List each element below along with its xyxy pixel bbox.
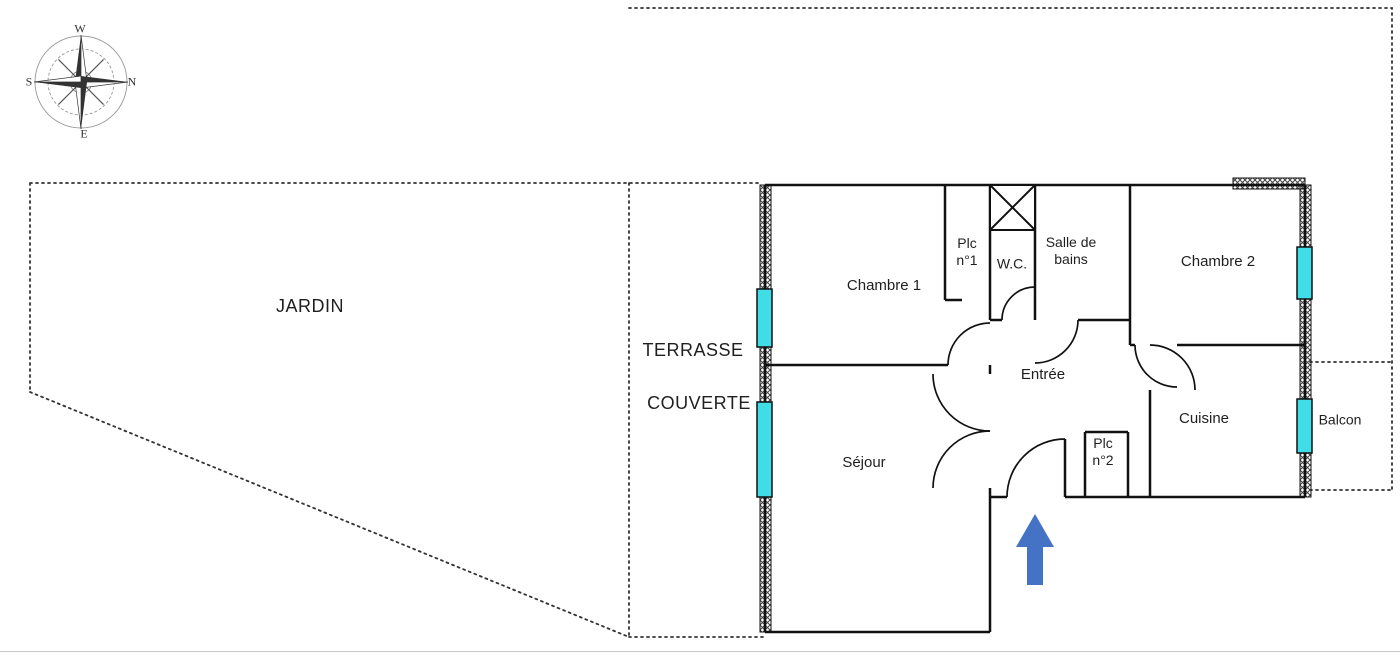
compass-rose-icon — [33, 34, 129, 130]
compass-letter-south: S — [25, 74, 33, 89]
door-arc-sejour-lower — [932, 430, 991, 489]
door-arc-wc — [1001, 286, 1036, 321]
entrance-arrow — [1016, 514, 1054, 585]
compass-letter-east: E — [80, 126, 88, 141]
window-balcon — [1296, 398, 1313, 454]
door-arc-chambre1 — [947, 322, 991, 366]
duct-x-box — [989, 184, 1036, 231]
door-arc-salle-de-bains — [1034, 319, 1079, 364]
property-dotted-boundary — [628, 7, 1393, 491]
door-arc-entrance — [1006, 438, 1066, 498]
hatch-band-top-right-wall — [1232, 177, 1306, 190]
window-chambre2 — [1296, 246, 1313, 300]
compass-letter-north: N — [127, 74, 137, 89]
window-terrasse-upper — [756, 288, 773, 348]
door-arc-cuisine — [1149, 344, 1196, 391]
bottom-divider — [0, 651, 1400, 652]
door-arc-sejour-upper — [932, 373, 991, 432]
door-arc-chambre2 — [1134, 344, 1178, 388]
window-terrasse-lower — [756, 401, 773, 498]
garden-dotted-boundary — [29, 182, 764, 638]
compass-letter-west: W — [74, 21, 86, 36]
